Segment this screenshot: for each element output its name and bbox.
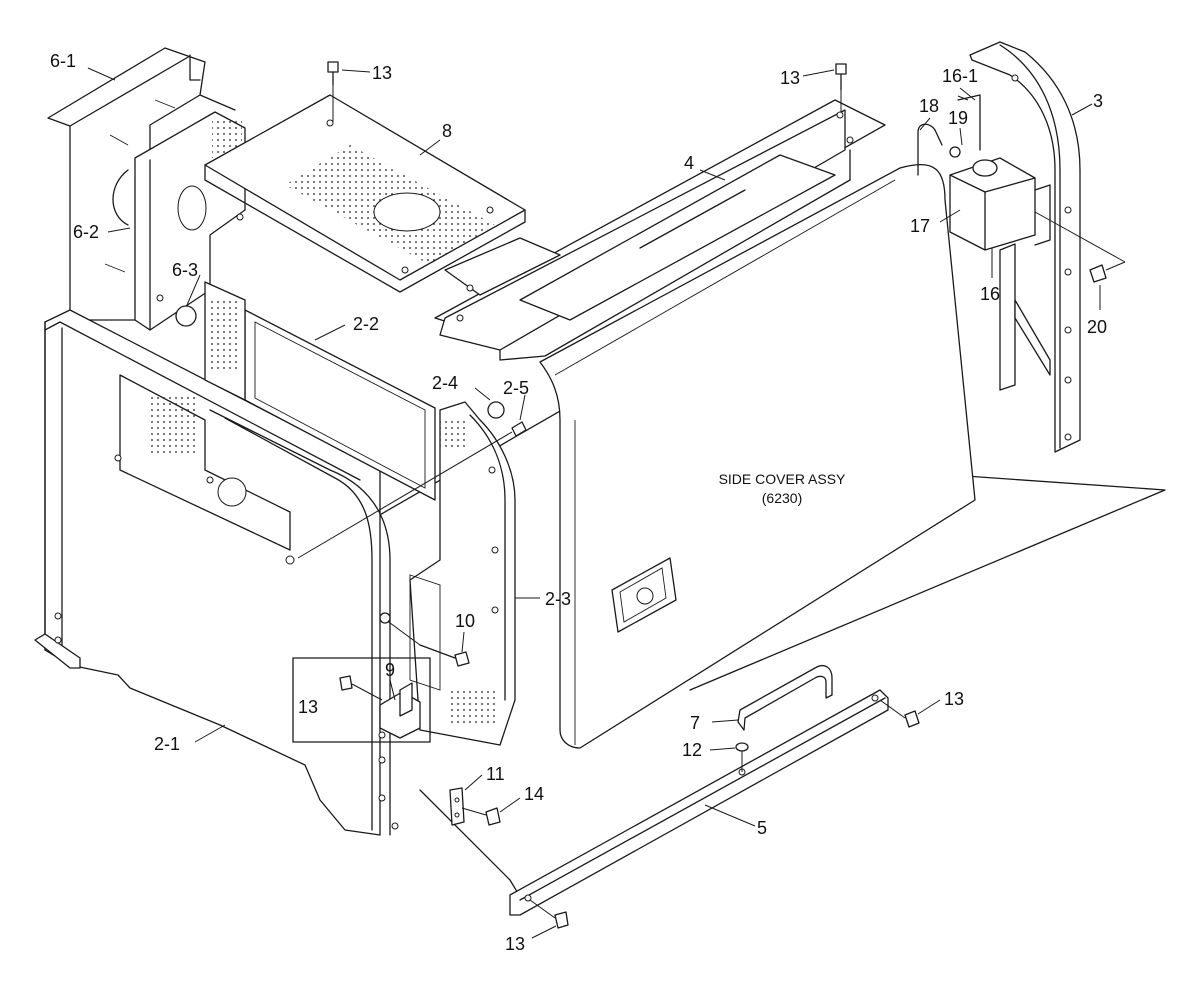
part-2-2-plate <box>204 281 436 501</box>
label-7: 7 <box>690 713 700 733</box>
part-3-right-column <box>969 41 1081 453</box>
part-7-handle <box>737 664 833 731</box>
label-14: 14 <box>524 784 544 804</box>
label-16-1: 16-1 <box>942 66 978 86</box>
label-2-5: 2-5 <box>503 378 529 398</box>
label-13-right: 13 <box>944 689 964 709</box>
part-6-3-grommet <box>175 305 197 327</box>
label-6-2: 6-2 <box>73 222 99 242</box>
part-6-2-rear-frame <box>47 47 246 331</box>
part-11-striker <box>449 787 465 826</box>
label-2-4: 2-4 <box>432 373 458 393</box>
diagram-title-code: (6230) <box>762 490 802 506</box>
part-2-3-side-bracket <box>409 401 516 746</box>
label-2-2: 2-2 <box>353 314 379 334</box>
label-12: 12 <box>682 740 702 760</box>
label-4: 4 <box>684 153 694 173</box>
label-6-1: 6-1 <box>50 51 76 71</box>
label-16: 16 <box>980 284 1000 304</box>
label-2-3: 2-3 <box>545 589 571 609</box>
part-4-rail <box>434 99 886 361</box>
part-5-bottom-rail <box>509 689 889 916</box>
fasteners <box>297 61 1126 929</box>
label-18: 18 <box>919 96 939 116</box>
label-13-top-middle: 13 <box>780 68 800 88</box>
label-13-latch: 13 <box>298 697 318 717</box>
label-10: 10 <box>455 611 475 631</box>
part-9-latch-detail <box>292 657 431 743</box>
label-17: 17 <box>910 216 930 236</box>
label-9: 9 <box>385 660 395 680</box>
side-cover-assy <box>539 163 976 749</box>
leader-lines <box>87 67 1101 939</box>
part-16-reservoir <box>949 94 1051 391</box>
diagram-title: SIDE COVER ASSY <box>719 471 846 487</box>
label-8: 8 <box>442 121 452 141</box>
label-5: 5 <box>757 818 767 838</box>
label-19: 19 <box>948 108 968 128</box>
label-13-bottom: 13 <box>505 934 525 954</box>
label-13-top-left: 13 <box>372 63 392 83</box>
part-8-top-plate <box>204 94 526 293</box>
label-20: 20 <box>1087 317 1107 337</box>
label-2-1: 2-1 <box>154 734 180 754</box>
label-3: 3 <box>1093 91 1103 111</box>
label-6-3: 6-3 <box>172 260 198 280</box>
part-2-1-front-panel <box>34 309 399 836</box>
label-11: 11 <box>486 764 505 784</box>
part-19-clip <box>949 146 961 158</box>
